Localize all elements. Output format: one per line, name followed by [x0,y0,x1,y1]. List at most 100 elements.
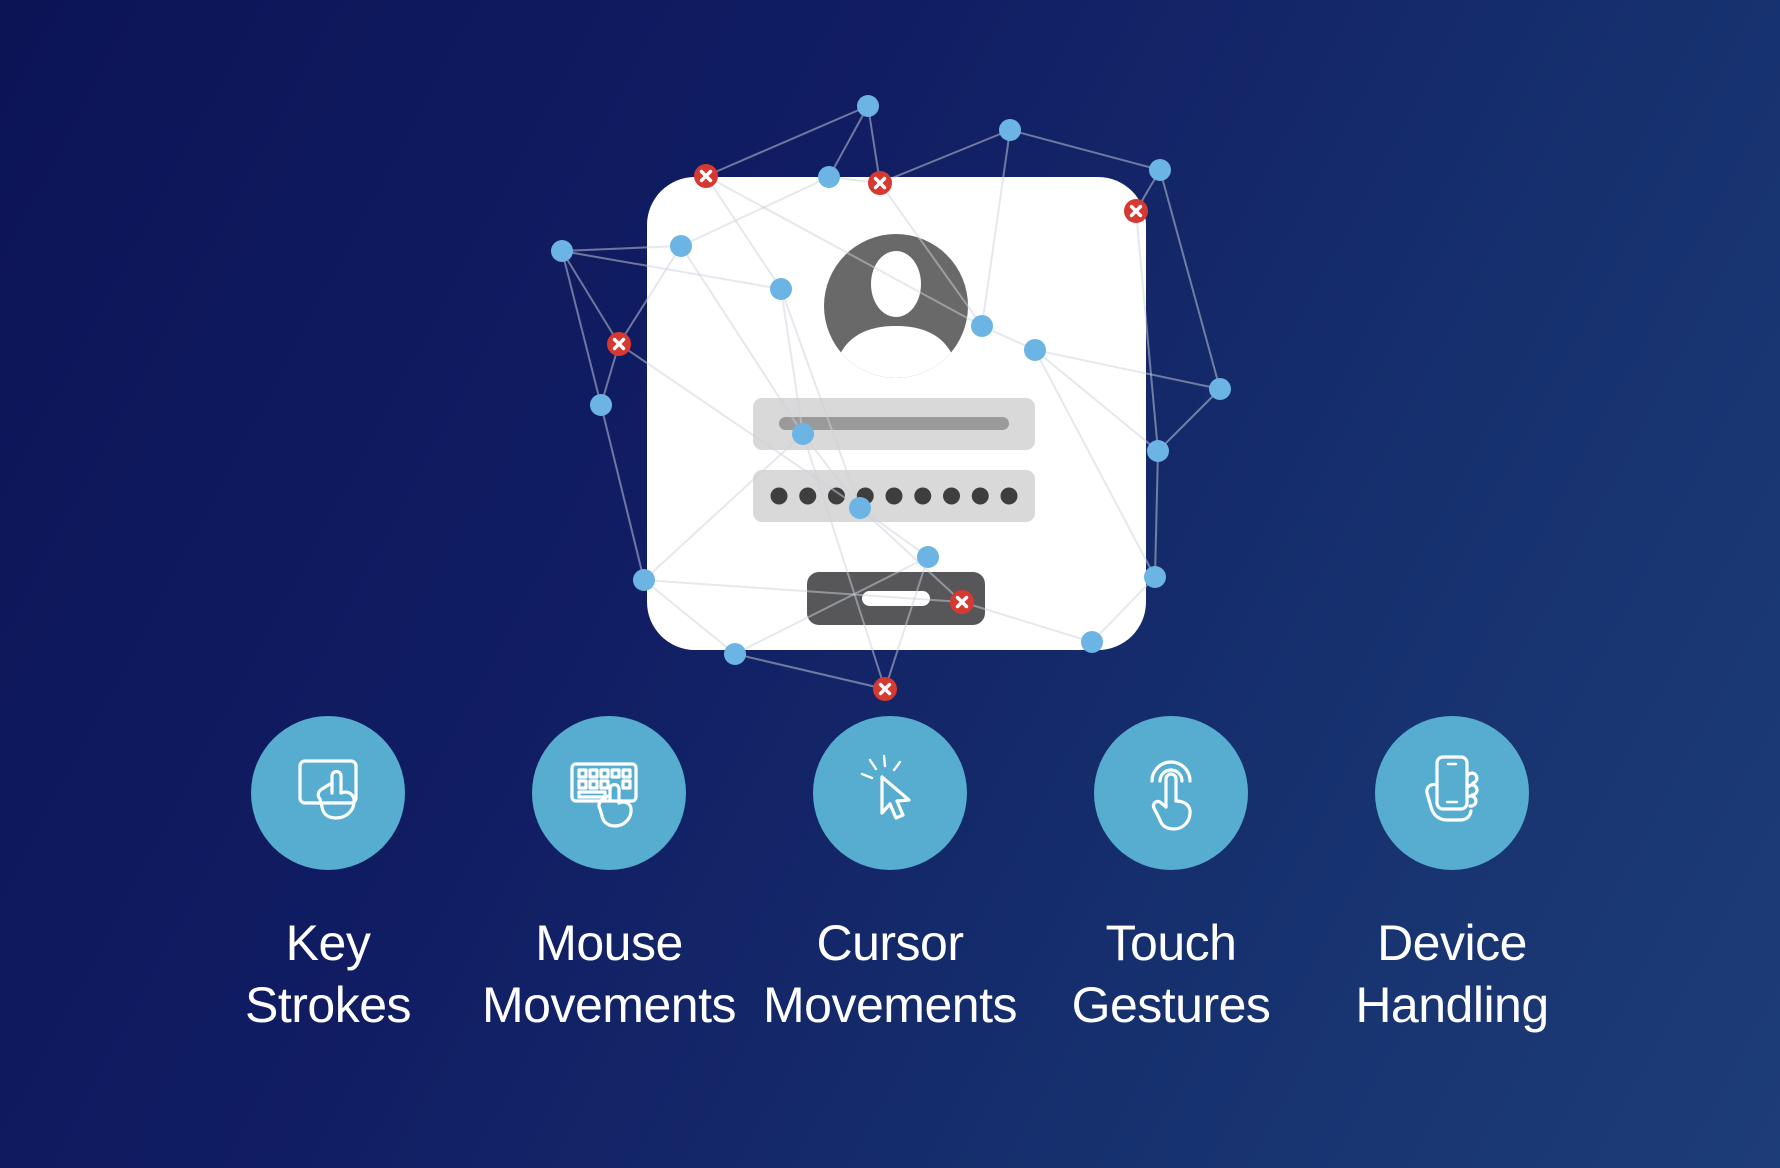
network-edge [705,105,869,177]
feature-cursor-movements: Cursor Movements [763,716,1017,1036]
network-edge [734,556,929,655]
network-edge [879,182,983,327]
trusted-node-blue [971,315,993,337]
trusted-node-blue [849,497,871,519]
fraud-node-red-x [950,590,974,614]
feature-mouse-movements: Mouse Movements [482,716,736,1036]
feature-label-line: Cursor [816,915,964,971]
feature-label-line: Touch [1105,915,1237,971]
trusted-node-blue [999,119,1021,141]
network-edge [879,129,1011,184]
feature-device-handling: Device Handling [1355,716,1549,1036]
network-edge [705,175,782,290]
trusted-node-blue [670,235,692,257]
network-edge [1009,129,1161,171]
trusted-node-blue [551,240,573,262]
network-edge [859,507,963,603]
feature-label-line: Strokes [245,977,412,1033]
feature-label-line: Gestures [1071,977,1271,1033]
network-edge [1135,210,1159,452]
trusted-node-blue [724,643,746,665]
network-edge [618,343,861,509]
cursor-movements-circle [813,716,967,870]
keyboard-hand-icon [570,762,638,828]
password-dot [1000,487,1018,505]
network-edge [961,601,1093,643]
network-edge [1034,349,1221,390]
trusted-node-blue [590,394,612,416]
fraud-node-red-x [868,171,892,195]
trusted-node-blue [1147,440,1169,462]
network-edge [600,404,645,581]
password-dot [828,487,845,505]
network-edge [561,250,620,345]
feature-label: Device Handling [1355,912,1549,1036]
network-edge [1159,169,1221,390]
network-edge [859,507,929,558]
network-edge [1034,349,1159,452]
touch-gestures-circle [1094,716,1248,870]
fraud-node-red-x [1124,199,1148,223]
network-edge [705,175,983,327]
network-edge [867,105,881,184]
network-edge [643,579,736,655]
password-dot [770,487,788,505]
network-edge [1154,450,1159,578]
trusted-node-blue [1081,631,1103,653]
feature-label: Touch Gestures [1072,912,1271,1036]
password-dot [885,487,903,505]
username-text-bar [779,417,1009,430]
fraud-node-red-x [873,677,897,701]
key-strokes-circle [251,716,405,870]
feature-label-line: Mouse [535,915,683,971]
network-edge [802,433,861,509]
password-dot [799,487,817,505]
network-edge [828,105,869,178]
feature-label-line: Handling [1355,977,1549,1033]
network-edge [802,433,886,690]
trusted-node-blue [633,569,655,591]
feature-label: Key Strokes [245,912,412,1036]
trusted-node-blue [1144,566,1166,588]
trusted-node-blue [857,95,879,117]
password-dots [770,487,1018,505]
fraud-node-red-x [694,164,718,188]
network-edge [643,433,804,581]
feature-label-line: Movements [482,977,736,1033]
network-edge [561,250,602,406]
feature-label: Mouse Movements [482,912,736,1036]
password-dot [971,487,989,505]
hand-phone-icon [1425,755,1479,822]
trusted-node-blue [792,423,814,445]
trusted-node-blue [770,278,792,300]
network-edges [561,105,1221,690]
password-dot [914,487,932,505]
mouse-movements-circle [532,716,686,870]
trusted-node-blue [1149,159,1171,181]
network-edge [561,250,782,290]
trusted-node-blue [1024,339,1046,361]
feature-key-strokes: Key Strokes [245,716,412,1036]
network-edge [1157,388,1221,452]
network-edge [1034,349,1156,578]
feature-label-line: Device [1377,915,1527,971]
cursor-click-icon [860,754,911,820]
trackpad-press-icon [298,759,358,820]
feature-label: Cursor Movements [763,912,1017,1036]
feature-label-line: Movements [763,977,1017,1033]
network-nodes [551,95,1231,701]
touch-tap-icon [1150,760,1192,831]
password-dot [943,487,960,505]
features-row: Key Strokes [0,716,1780,1036]
login-card [647,177,1146,650]
network-edge [981,129,1011,327]
network-edge [561,245,682,252]
network-edge [780,288,804,435]
network-edge [1091,576,1156,643]
network-edge [780,288,861,509]
trusted-node-blue [1209,378,1231,400]
network-edge [680,245,804,435]
trusted-node-blue [818,166,840,188]
